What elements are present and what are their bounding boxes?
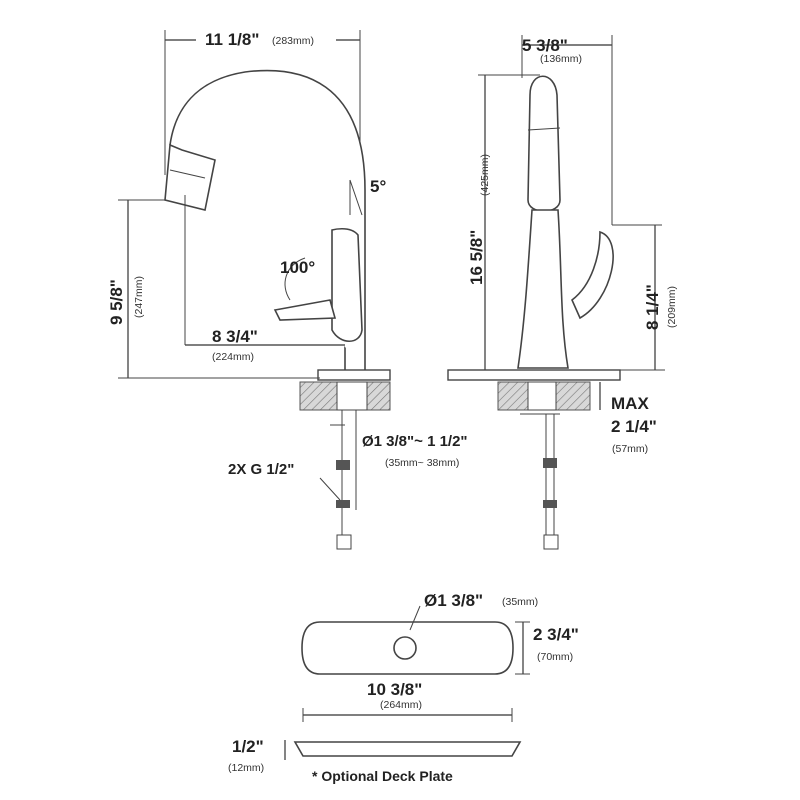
supply-lines-label: 2X G 1/2" xyxy=(228,461,294,478)
five-degree-angle xyxy=(349,179,363,216)
side-shank xyxy=(336,381,368,411)
front-spray-head xyxy=(527,75,561,213)
front-body xyxy=(517,209,569,369)
supply-nut-2 xyxy=(336,500,350,508)
deck-plate-hole xyxy=(393,636,417,660)
total-height-mm: (425mm) xyxy=(479,154,491,196)
hole-diameter-label: Ø1 3/8"~ 1 1/2" xyxy=(362,433,468,450)
total-height-label: 16 5/8" xyxy=(467,230,486,285)
max-label: MAX xyxy=(611,394,649,413)
handle-height-label: 8 1/4" xyxy=(643,284,662,330)
deck-thickness-mm-plate: (12mm) xyxy=(228,762,264,774)
spout-height-label: 9 5/8" xyxy=(107,279,126,325)
deck-length-label: 10 3/8" xyxy=(367,680,422,699)
spray-head xyxy=(164,143,216,211)
supply-nut-1 xyxy=(336,460,350,470)
front-supply-fitting xyxy=(543,534,559,550)
side-handle xyxy=(273,299,337,321)
front-width-label: 5 3/8" xyxy=(522,36,568,55)
front-base-plate xyxy=(447,369,621,381)
front-handle xyxy=(571,230,614,320)
spray-head-band xyxy=(169,169,206,179)
front-supply-nut-2 xyxy=(543,500,557,508)
deck-depth-mm: (70mm) xyxy=(537,651,573,663)
deck-plate-profile xyxy=(293,741,522,757)
front-supply-nut-1 xyxy=(543,458,557,468)
spray-angle-label: 5° xyxy=(370,177,386,196)
deck-hole-mm: (35mm) xyxy=(502,596,538,608)
side-view: 11 1/8" (283mm) 5° 100° 8 3/4" (224mm) Ø… xyxy=(107,28,468,550)
front-spray-band xyxy=(527,127,561,131)
deck-hole-label: Ø1 3/8" xyxy=(424,591,483,610)
spout-reach-mm: (224mm) xyxy=(212,351,254,363)
front-view: 5 3/8" (136mm) 16 5/8" (425mm) 8 1/4" (2… xyxy=(447,35,678,550)
supply-fitting xyxy=(336,534,352,550)
spout-inner xyxy=(169,69,366,370)
reach-width-label: 11 1/8" xyxy=(205,30,259,49)
handle-angle-label: 100° xyxy=(280,258,315,277)
deck-hole-leader xyxy=(409,605,421,631)
spout-height-mm: (247mm) xyxy=(133,276,145,318)
deck-length-mm: (264mm) xyxy=(380,699,422,711)
deck-thickness-mm: (57mm) xyxy=(612,443,648,455)
front-width-mm: (136mm) xyxy=(540,53,582,65)
deck-plate-view: Ø1 3/8" (35mm) 2 3/4" (70mm) 10 3/8" (26… xyxy=(228,591,579,784)
reach-width-mm: (283mm) xyxy=(272,35,314,47)
deck-depth-label: 2 3/4" xyxy=(533,625,579,644)
handle-height-mm: (209mm) xyxy=(666,286,678,328)
faucet-body xyxy=(331,227,363,343)
optional-deck-plate-note: * Optional Deck Plate xyxy=(312,768,453,784)
front-shank xyxy=(527,381,557,411)
side-base xyxy=(317,369,391,381)
handle-angle-arc xyxy=(284,257,306,301)
spout-reach-label: 8 3/4" xyxy=(212,327,258,346)
supply-leader xyxy=(319,477,341,501)
deck-thickness-label-plate: 1/2" xyxy=(232,737,264,756)
deck-thickness-label: 2 1/4" xyxy=(611,417,657,436)
hole-diameter-mm: (35mm~ 38mm) xyxy=(385,457,459,469)
